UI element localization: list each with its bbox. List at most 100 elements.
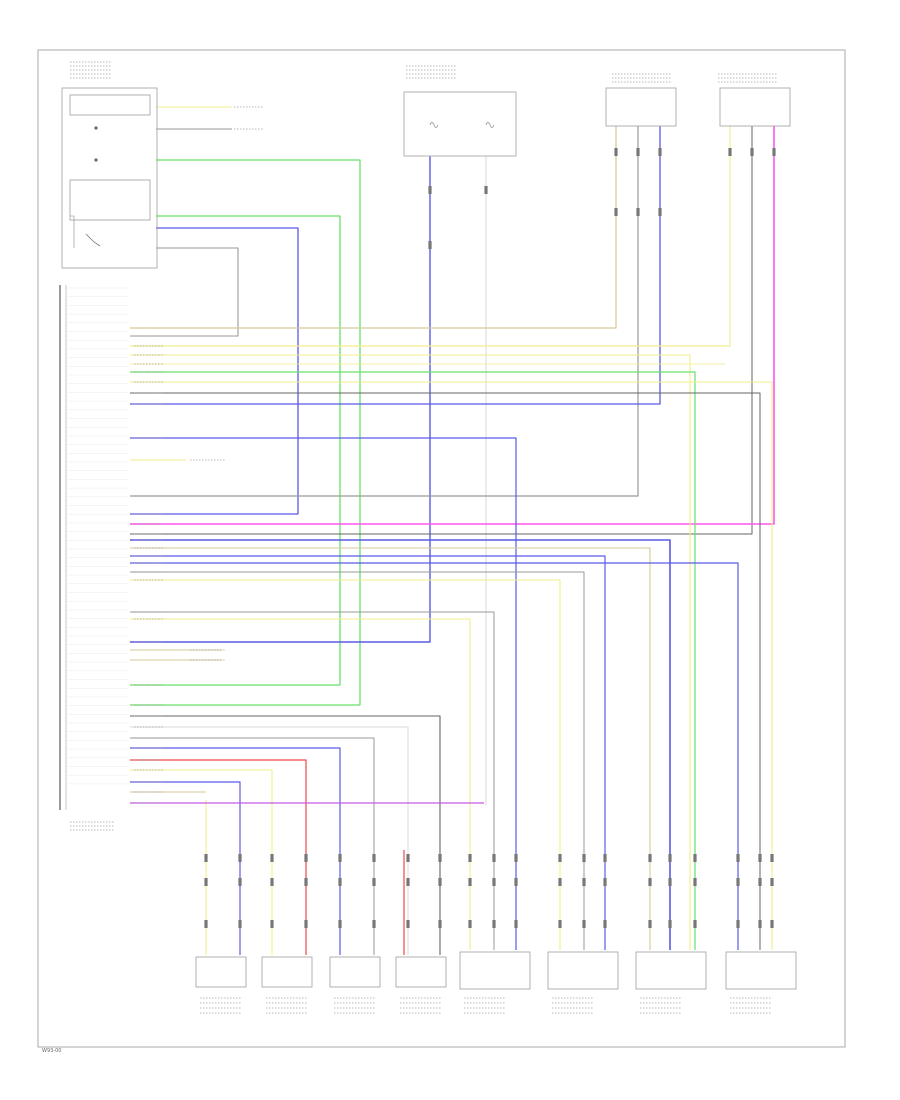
wire-10 [130, 126, 639, 497]
connector-mark [668, 878, 672, 886]
connector-mark [603, 920, 607, 928]
connector-mark [582, 920, 586, 928]
connector-mark [658, 148, 662, 156]
valve-box-3 [329, 956, 381, 988]
wire-18 [130, 392, 761, 950]
wire-31 [130, 747, 341, 955]
connector-mark [736, 920, 740, 928]
connector-mark [736, 878, 740, 886]
wire-25 [130, 579, 561, 950]
connector-mark [238, 920, 242, 928]
connector-mark [270, 920, 274, 928]
connector-mark [736, 854, 740, 862]
connector-mark [406, 854, 410, 862]
connector-mark [668, 854, 672, 862]
fuse-symbol [485, 122, 495, 128]
connector-mark [270, 878, 274, 886]
connector-mark [772, 148, 776, 156]
wire-5 [130, 227, 299, 515]
connector-mark [693, 878, 697, 886]
switch-contact [94, 158, 98, 162]
switch-contact [94, 126, 98, 130]
connector-mark [693, 920, 697, 928]
connector-mark [204, 920, 208, 928]
connector-mark [406, 920, 410, 928]
front-sensor-housing [719, 87, 791, 127]
valve-box-2 [261, 956, 313, 988]
fuse-symbol [429, 122, 439, 128]
component-layer [59, 87, 797, 990]
wire-11 [130, 126, 661, 405]
connector-mark [438, 878, 442, 886]
connector-mark [204, 854, 208, 862]
connector-mark [758, 854, 762, 862]
connector-mark [758, 920, 762, 928]
connector-mark [372, 854, 376, 862]
wire-21 [130, 547, 651, 950]
switch-box [69, 179, 151, 221]
connector-mark [484, 186, 488, 194]
connector-mark [648, 854, 652, 862]
connector-mark [582, 854, 586, 862]
wire-28 [130, 715, 441, 955]
connector-mark [338, 878, 342, 886]
connector-mark [238, 854, 242, 862]
connector-mark [492, 854, 496, 862]
wire-23 [130, 562, 739, 950]
connector-mark [304, 854, 308, 862]
connector-mark [636, 148, 640, 156]
wire-12 [130, 126, 731, 347]
connector-mark [603, 878, 607, 886]
wire-33 [130, 769, 273, 955]
wire-6 [130, 247, 239, 337]
fuse-panel [403, 91, 517, 157]
valve-box-4 [395, 956, 447, 988]
wire-17 [130, 381, 773, 950]
connector-mark [770, 854, 774, 862]
connector-mark [238, 878, 242, 886]
wire-16 [130, 371, 696, 950]
connector-mark [770, 878, 774, 886]
wire-3 [130, 159, 361, 706]
label-layer [66, 61, 777, 1014]
wire-29 [130, 726, 409, 955]
connector-mark [582, 878, 586, 886]
connector-mark [693, 854, 697, 862]
connector-mark [750, 148, 754, 156]
connector-mark [492, 878, 496, 886]
wire-14 [130, 126, 775, 525]
connector-mark [372, 920, 376, 928]
connector-mark [204, 878, 208, 886]
connector-mark [514, 920, 518, 928]
connector-mark [614, 208, 618, 216]
wire-20 [130, 539, 671, 950]
connector-mark [558, 854, 562, 862]
connector-mark [492, 920, 496, 928]
connector-mark [428, 186, 432, 194]
connector-mark [270, 854, 274, 862]
wire-4 [130, 215, 341, 686]
connector-mark [438, 920, 442, 928]
connector-mark [603, 854, 607, 862]
connector-mark [338, 854, 342, 862]
connector-mark [658, 208, 662, 216]
wire-22 [130, 555, 606, 950]
connector-mark [514, 878, 518, 886]
connector-mark [668, 920, 672, 928]
connector-mark [614, 148, 618, 156]
sensor-box-3 [635, 951, 707, 990]
wire-27 [130, 618, 471, 950]
switch-contact [85, 233, 101, 247]
wire-24 [130, 571, 585, 950]
rear-sensor-housing [605, 87, 677, 127]
connector-mark [758, 878, 762, 886]
wire-9 [130, 126, 617, 329]
sensor-box-2 [547, 951, 619, 990]
connector-mark [728, 148, 732, 156]
sensor-box-1 [459, 951, 531, 990]
connector-mark [558, 920, 562, 928]
connector-mark [648, 920, 652, 928]
connector-mark [304, 878, 308, 886]
connector-mark [372, 878, 376, 886]
